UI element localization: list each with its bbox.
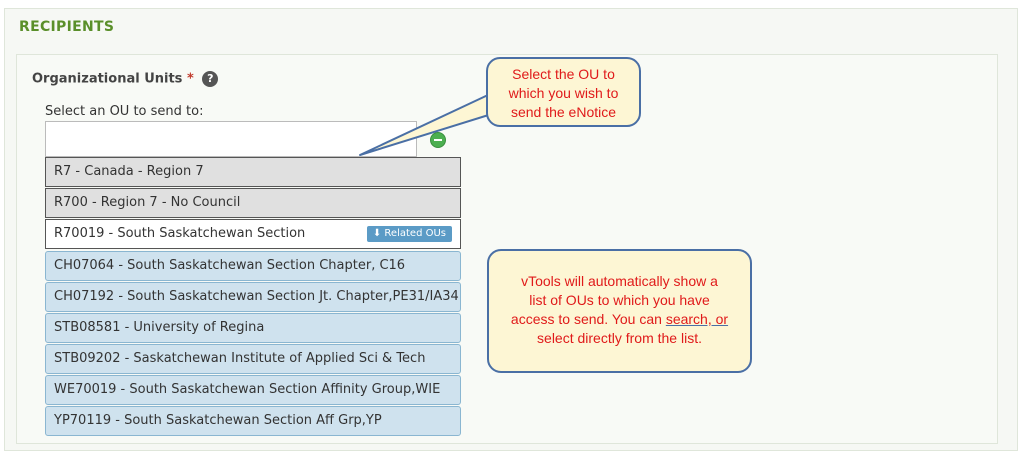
callout-line: vTools will automatically show a <box>521 273 718 289</box>
panel-title: RECIPIENTS <box>19 19 115 35</box>
ou-list-item[interactable]: WE70019 - South Saskatchewan Section Aff… <box>45 375 461 405</box>
ou-list-item[interactable]: CH07064 - South Saskatchewan Section Cha… <box>45 251 461 281</box>
ou-item-label: WE70019 - South Saskatchewan Section Aff… <box>54 382 441 397</box>
ou-list-item[interactable]: STB08581 - University of Regina <box>45 313 461 343</box>
org-units-heading: Organizational Units * ? <box>32 71 219 87</box>
callout-pointer <box>359 94 496 156</box>
ou-item-label: CH07064 - South Saskatchewan Section Cha… <box>54 258 406 273</box>
ou-search-input[interactable] <box>45 121 417 157</box>
ou-item-label: STB09202 - Saskatchewan Institute of App… <box>54 351 426 366</box>
ou-item-label: R7 - Canada - Region 7 <box>54 164 204 179</box>
callout-search-link: search, or <box>665 311 729 327</box>
ou-list-item[interactable]: STB09202 - Saskatchewan Institute of App… <box>45 344 461 374</box>
callout-select-ou: Select the OU to which you wish to send … <box>486 57 641 127</box>
remove-ou-icon[interactable] <box>430 132 446 148</box>
ou-item-label: YP70119 - South Saskatchewan Section Aff… <box>54 413 382 428</box>
ou-list-item[interactable]: R70019 - South Saskatchewan Section ⬇ Re… <box>45 219 461 249</box>
org-units-label: Organizational Units <box>32 71 183 87</box>
ou-item-label: R700 - Region 7 - No Council <box>54 195 241 210</box>
callout-line: Select the OU to <box>512 66 615 82</box>
callout-auto-list: vTools will automatically show a list of… <box>487 249 752 373</box>
ou-item-label: STB08581 - University of Regina <box>54 320 265 335</box>
callout-line: list of OUs to which you have <box>529 292 710 308</box>
callout-line: select directly from the list. <box>537 330 702 346</box>
ou-list-item[interactable]: R7 - Canada - Region 7 <box>45 157 461 187</box>
ou-item-label: CH07192 - South Saskatchewan Section Jt.… <box>54 289 459 304</box>
related-ous-button[interactable]: ⬇ Related OUs <box>366 226 452 242</box>
callout-line: which you wish to <box>508 85 619 101</box>
ou-list-item[interactable]: CH07192 - South Saskatchewan Section Jt.… <box>45 282 461 312</box>
ou-list-item[interactable]: R700 - Region 7 - No Council <box>45 188 461 218</box>
callout-line: send the eNotice <box>510 104 617 120</box>
help-icon[interactable]: ? <box>202 71 219 87</box>
ou-item-label: R70019 - South Saskatchewan Section <box>54 226 306 241</box>
callout-text: access to send. You can <box>510 311 666 327</box>
ou-list-item[interactable]: YP70119 - South Saskatchewan Section Aff… <box>45 406 461 436</box>
callout-line: access to send. You can search, or <box>499 310 740 329</box>
required-marker: * <box>186 71 194 87</box>
select-ou-label: Select an OU to send to: <box>45 104 204 119</box>
